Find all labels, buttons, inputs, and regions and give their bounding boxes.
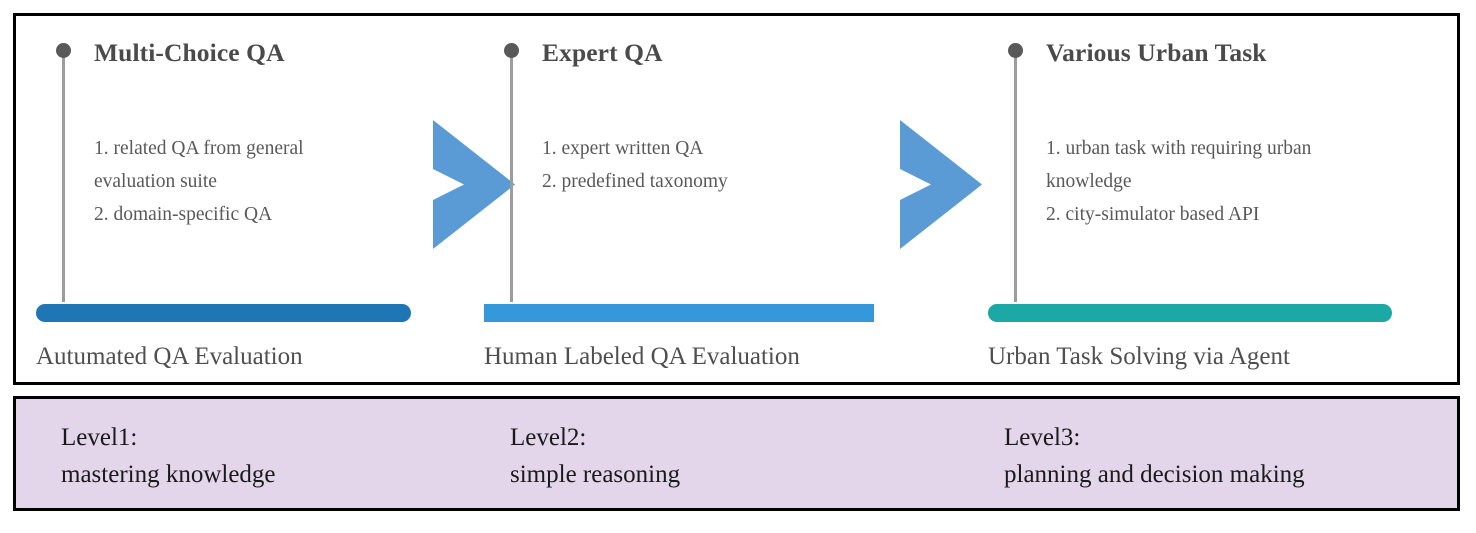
stage-column-2: Expert QA 1. expert written QA 2. predef… xyxy=(484,16,884,382)
stage-body-line: knowledge xyxy=(1046,171,1132,192)
stage-marker-dot-3 xyxy=(1008,43,1023,58)
level-heading: Level1: xyxy=(61,424,138,451)
stage-body-3: 1. urban task with requiring urban knowl… xyxy=(1046,132,1311,231)
stage-body-1: 1. related QA from general evaluation su… xyxy=(94,132,304,231)
stage-title-2: Expert QA xyxy=(542,38,663,67)
stage-title-1: Multi-Choice QA xyxy=(94,38,285,67)
stage-body-line: 2. predefined taxonomy xyxy=(542,171,728,192)
stage-marker-dot-1 xyxy=(56,43,71,58)
stage-body-line: 2. domain-specific QA xyxy=(94,204,273,225)
stage-bar-3 xyxy=(988,304,1392,322)
pipeline-panel: Multi-Choice QA 1. related QA from gener… xyxy=(13,13,1460,385)
stage-caption-3: Urban Task Solving via Agent xyxy=(988,343,1290,370)
level-heading: Level2: xyxy=(510,424,587,451)
stage-title-3: Various Urban Task xyxy=(1046,38,1267,67)
stage-body-line: 1. related QA from general xyxy=(94,138,304,159)
stage-stem-line-1 xyxy=(62,50,65,302)
stage-caption-2: Human Labeled QA Evaluation xyxy=(484,343,800,370)
stage-marker-dot-2 xyxy=(504,43,519,58)
level-description: mastering knowledge xyxy=(61,461,276,488)
stage-column-3: Various Urban Task 1. urban task with re… xyxy=(988,16,1408,382)
stage-bar-2 xyxy=(484,304,874,322)
level-heading: Level3: xyxy=(1004,424,1081,451)
chevron-right-icon xyxy=(900,120,982,249)
stage-column-1: Multi-Choice QA 1. related QA from gener… xyxy=(36,16,431,382)
level-item-1: Level1: mastering knowledge xyxy=(61,419,276,493)
levels-panel: Level1: mastering knowledge Level2: simp… xyxy=(13,396,1460,511)
stage-body-line: 1. expert written QA xyxy=(542,138,704,159)
level-item-2: Level2: simple reasoning xyxy=(510,419,680,493)
stage-caption-1: Autumated QA Evaluation xyxy=(36,343,303,370)
chevron-right-icon xyxy=(433,120,515,249)
stage-stem-line-3 xyxy=(1014,50,1017,302)
stage-stem-line-2 xyxy=(510,50,513,302)
level-description: simple reasoning xyxy=(510,461,681,488)
stage-body-line: 2. city-simulator based API xyxy=(1046,204,1260,225)
stage-bar-1 xyxy=(36,304,411,322)
stage-body-2: 1. expert written QA 2. predefined taxon… xyxy=(542,132,728,198)
stage-body-line: evaluation suite xyxy=(94,171,217,192)
level-description: planning and decision making xyxy=(1004,461,1305,488)
level-item-3: Level3: planning and decision making xyxy=(1004,419,1305,493)
stage-body-line: 1. urban task with requiring urban xyxy=(1046,138,1312,159)
